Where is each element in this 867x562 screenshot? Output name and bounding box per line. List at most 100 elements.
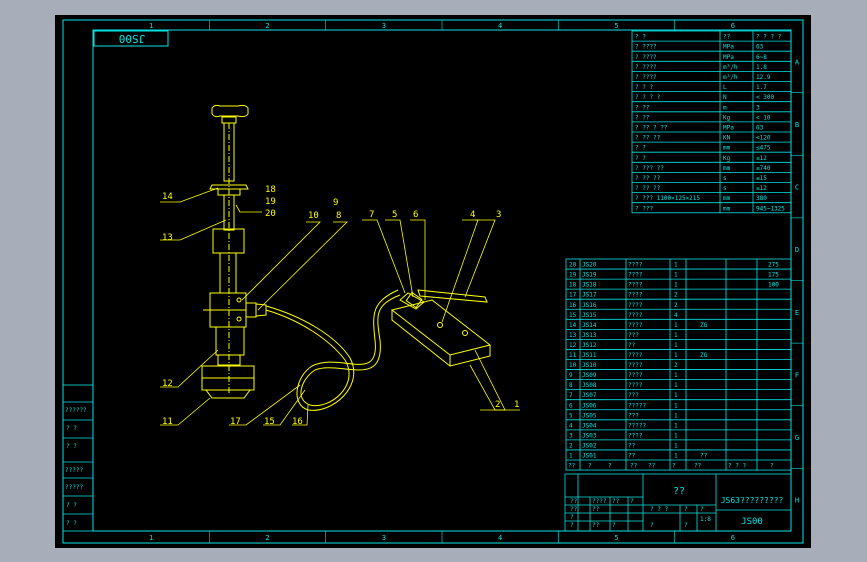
bom-no: 1 (569, 453, 573, 460)
spec-value: 12.9 (756, 74, 771, 81)
spec-name: ? ?? (635, 104, 650, 111)
bom-no: 9 (569, 372, 573, 379)
spec-value: 380 (756, 195, 767, 202)
spec-name: ? ??? 1100×125×215 (635, 195, 700, 202)
bom-no: 4 (569, 422, 573, 429)
bom-qty: 2 (674, 302, 678, 309)
tb-label-13: ? (700, 506, 704, 513)
bom-qty: 1 (674, 412, 678, 419)
zone-col-bottom: 2 (265, 534, 269, 542)
bom-qty: 4 (674, 312, 678, 319)
bom-name: ???? (628, 282, 643, 289)
spec-name: ? ?? ?? (635, 185, 661, 192)
zone-row-right: G (795, 434, 799, 442)
bom-name: ??? (628, 392, 639, 399)
spec-unit: L (723, 84, 727, 91)
zone-col-top: 2 (265, 22, 269, 30)
bom-material: ZG (700, 322, 708, 329)
spec-value: 945~1325 (756, 205, 785, 212)
spec-value: 6~8 (756, 54, 767, 61)
sheet-background (55, 15, 811, 548)
zone-col-top: 3 (382, 22, 386, 30)
bom-code: JS13 (582, 332, 597, 339)
bom-note: 100 (768, 282, 779, 289)
bom-no: 14 (569, 322, 577, 329)
bom-name: ???? (628, 292, 643, 299)
tb-label-9: ?? (592, 522, 600, 529)
leader-lines (160, 187, 520, 426)
bom-name: ?? (628, 442, 636, 449)
bom-header-cell: ?? (630, 463, 638, 470)
side-label-5: ????? (65, 484, 83, 491)
zone-row-right: F (795, 371, 799, 379)
spec-value: 63 (756, 125, 764, 132)
bom-no: 18 (569, 282, 577, 289)
spec-name: ? ?? ?? (635, 135, 661, 142)
bom-qty: 1 (674, 272, 678, 279)
tb-label-14: ? (650, 522, 654, 529)
balloon-labels: 1 2 3 4 5 6 7 8 9 10 11 12 13 14 15 16 1… (162, 185, 519, 427)
bom-qty: 1 (674, 453, 678, 460)
bom-header-cell: ? (770, 463, 774, 470)
tb-label-1: ?? (570, 498, 578, 505)
bom-code: JS11 (582, 352, 597, 359)
bom-name: ????? (628, 402, 646, 409)
spec-unit: mm (723, 165, 731, 172)
bom-no: 20 (569, 262, 577, 269)
balloon-3: 3 (496, 210, 501, 220)
spec-unit: m (723, 104, 727, 111)
spec-unit: s (723, 175, 727, 182)
bom-code: JS02 (582, 442, 597, 449)
spec-value: <120 (756, 135, 771, 142)
bom-name: ???? (628, 262, 643, 269)
bom-code: JS05 (582, 412, 597, 419)
zone-col-top: 4 (498, 22, 502, 30)
spec-value: 63 (756, 44, 764, 51)
zone-col-top: 6 (731, 22, 735, 30)
bom-code: JS03 (582, 432, 597, 439)
bom-note: 275 (768, 262, 779, 269)
spec-unit: ?? (723, 34, 731, 41)
drawing-code-box (93, 30, 169, 47)
bom-name: ???? (628, 272, 643, 279)
bom-qty: 1 (674, 262, 678, 269)
bom-code: JS01 (582, 453, 597, 460)
bom-name: ????? (628, 422, 646, 429)
bom-no: 3 (569, 432, 573, 439)
title-block-text: ?? JS63????????? JS00 ?? ???? ?? ? ?? ??… (570, 486, 783, 529)
spec-unit: s (723, 185, 727, 192)
bom-code: JS20 (582, 262, 597, 269)
spec-name: ? ? ? ? (635, 94, 661, 101)
tb-label-12: ? (684, 506, 688, 513)
bom-name: ???? (628, 322, 643, 329)
zone-col-bottom: 5 (614, 534, 618, 542)
bom-header-cell: ?? (568, 463, 576, 470)
bom-no: 19 (569, 272, 577, 279)
outer-frame (62, 19, 804, 544)
balloon-14: 14 (162, 192, 173, 202)
bom-code: JS14 (582, 322, 597, 329)
bom-header-cell: ?? (694, 463, 702, 470)
spec-name: ? ?? ?? (635, 175, 661, 182)
drawing-code: JS00 (119, 32, 146, 45)
tb-label-2: ???? (592, 498, 607, 505)
tb-label-8: ? (570, 522, 574, 529)
side-label-4: ????? (65, 467, 83, 474)
assembly-drawing (201, 104, 492, 411)
bom-qty: 1 (674, 432, 678, 439)
spec-value: 1.8 (756, 64, 767, 71)
bom-material: ?? (700, 453, 708, 460)
side-label-3: ? ? (66, 443, 77, 450)
spec-name: ? ? (635, 145, 646, 152)
balloon-9: 9 (333, 198, 338, 208)
spec-unit: N (723, 94, 727, 101)
side-label-1: ?????? (65, 407, 87, 414)
spec-unit: mm (723, 195, 731, 202)
designer-name: ?? (673, 486, 685, 497)
bom-no: 2 (569, 442, 573, 449)
bom-header-cell: ? (672, 463, 676, 470)
bom-no: 8 (569, 382, 573, 389)
bom-code: JS17 (582, 292, 597, 299)
bom-qty: 1 (674, 322, 678, 329)
